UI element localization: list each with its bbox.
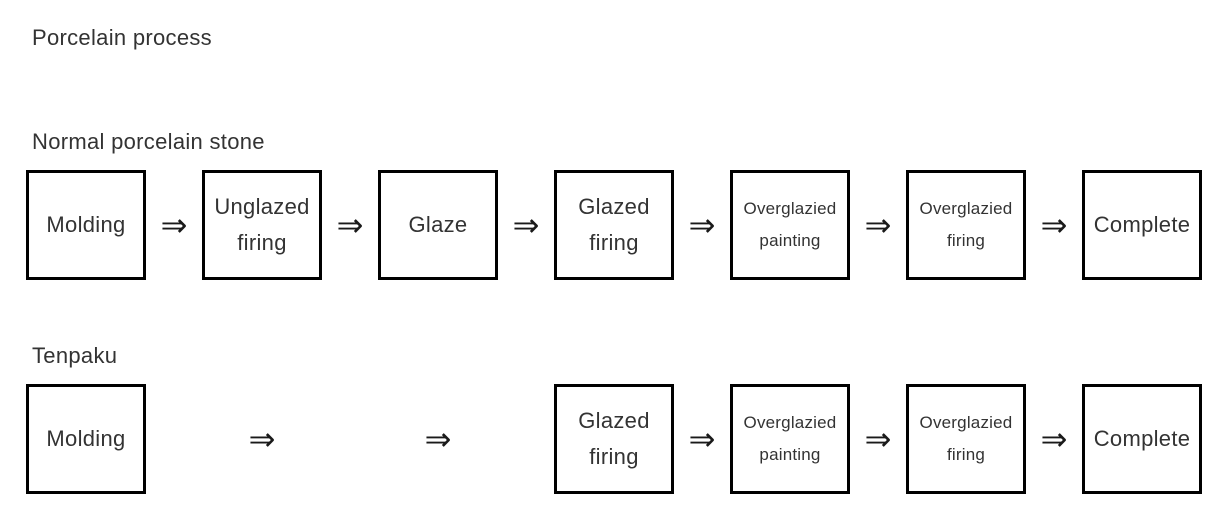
process-box-complete: Complete bbox=[1082, 170, 1202, 280]
process-box-label: firing bbox=[946, 231, 986, 250]
process-box-glaze: Glaze bbox=[378, 170, 498, 280]
process-box-label: Complete bbox=[1093, 426, 1191, 451]
process-box-label: Overglazied bbox=[919, 199, 1013, 218]
process-box-glazed-firing: Glazed firing bbox=[554, 170, 674, 280]
process-box-label: Glazed bbox=[578, 194, 650, 219]
process-box-molding: Molding bbox=[26, 384, 146, 494]
process-box-label: painting bbox=[759, 445, 821, 464]
process-box-glazed-firing: Glazed firing bbox=[554, 384, 674, 494]
process-box-label: firing bbox=[237, 230, 287, 255]
row-label-normal-porcelain-stone: Normal porcelain stone bbox=[32, 129, 265, 154]
process-box-label: firing bbox=[589, 230, 639, 255]
process-box-label: Overglazied bbox=[919, 413, 1013, 432]
process-box-label: Complete bbox=[1093, 212, 1191, 237]
flow-arrow-icon: ⇒ bbox=[336, 206, 364, 244]
process-box-label: firing bbox=[589, 444, 639, 469]
flow-arrow-icon: ⇒ bbox=[248, 420, 276, 458]
flow-arrow-icon: ⇒ bbox=[688, 420, 716, 458]
flow-arrow-icon: ⇒ bbox=[512, 206, 540, 244]
process-box-unglazed-firing: Unglazed firing bbox=[202, 170, 322, 280]
process-box-label: Overglazied bbox=[743, 199, 837, 218]
flow-arrow-icon: ⇒ bbox=[1040, 206, 1068, 244]
flow-arrow-icon: ⇒ bbox=[1040, 420, 1068, 458]
process-box-label: Molding bbox=[46, 212, 126, 237]
process-box-label: Glaze bbox=[408, 212, 468, 237]
process-box-complete: Complete bbox=[1082, 384, 1202, 494]
process-box-label: Unglazed bbox=[214, 194, 310, 219]
process-box-molding: Molding bbox=[26, 170, 146, 280]
page-title: Porcelain process bbox=[32, 25, 212, 50]
flow-arrow-icon: ⇒ bbox=[160, 206, 188, 244]
row-label-tenpaku: Tenpaku bbox=[32, 343, 118, 368]
process-box-label: painting bbox=[759, 231, 821, 250]
process-box-overglazied-painting: Overglazied painting bbox=[730, 384, 850, 494]
process-box-overglazied-firing: Overglazied firing bbox=[906, 170, 1026, 280]
process-box-overglazied-firing: Overglazied firing bbox=[906, 384, 1026, 494]
flow-arrow-icon: ⇒ bbox=[688, 206, 716, 244]
process-box-label: Molding bbox=[46, 426, 126, 451]
flow-arrow-icon: ⇒ bbox=[424, 420, 452, 458]
process-box-label: firing bbox=[946, 445, 986, 464]
process-box-label: Glazed bbox=[578, 408, 650, 433]
flow-arrow-icon: ⇒ bbox=[864, 206, 892, 244]
flow-arrow-icon: ⇒ bbox=[864, 420, 892, 458]
process-box-label: Overglazied bbox=[743, 413, 837, 432]
process-box-overglazied-painting: Overglazied painting bbox=[730, 170, 850, 280]
